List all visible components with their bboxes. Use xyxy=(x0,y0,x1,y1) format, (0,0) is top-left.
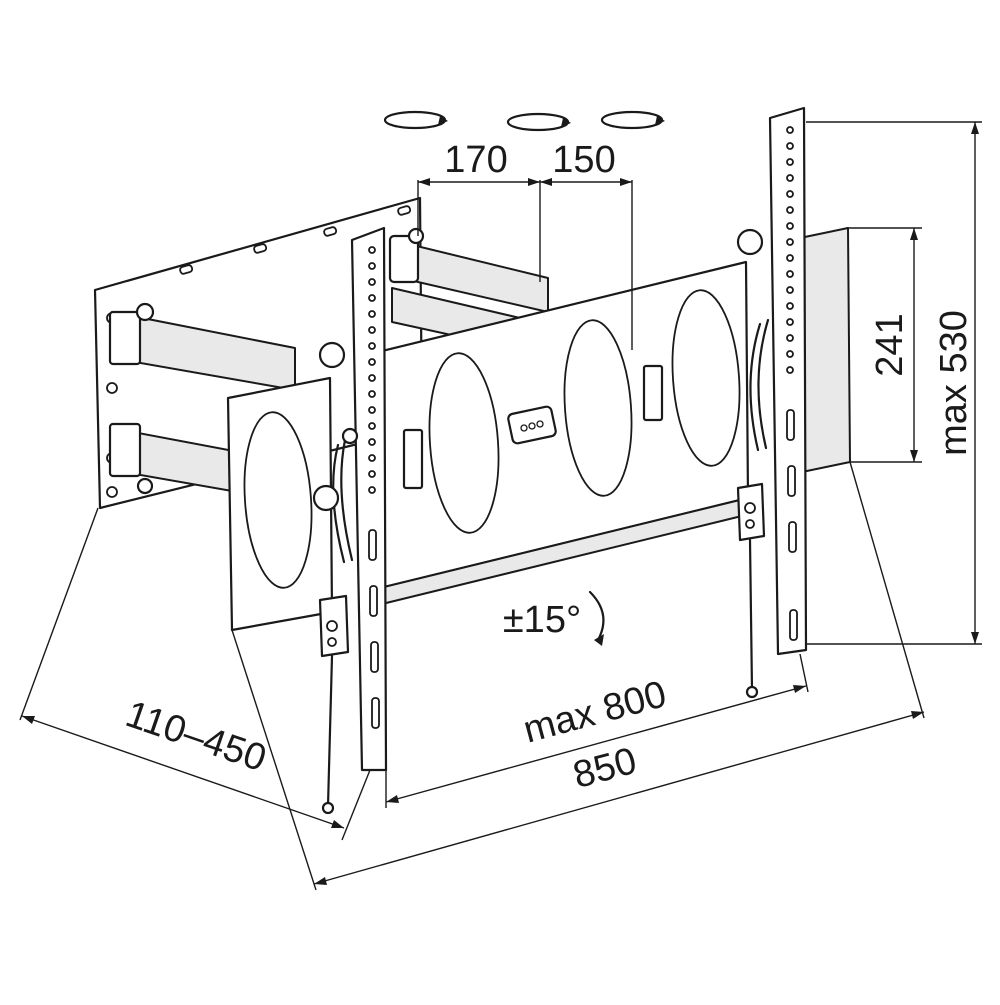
plate-cutout-3 xyxy=(671,289,741,467)
rotation-arrow-icon xyxy=(383,110,448,130)
label-241: 241 xyxy=(869,313,911,376)
dimension-labels: 170 150 max 530 241 110–450 max 800 850 … xyxy=(120,139,975,797)
vertical-tv-bracket-right xyxy=(736,106,808,699)
plate-cutout-2 xyxy=(563,319,633,497)
pivot-side-plate xyxy=(226,376,334,632)
vertical-tv-bracket-left xyxy=(312,226,388,815)
label-110-450: 110–450 xyxy=(120,693,271,780)
bubble-level xyxy=(507,405,557,445)
dimension-lines xyxy=(19,121,982,891)
swivel-rotation-icons xyxy=(383,110,665,132)
bracket-left-holes xyxy=(368,246,380,729)
tilt-knob-left xyxy=(312,484,340,512)
label-tilt: ±15° xyxy=(503,599,581,641)
label-max-530: max 530 xyxy=(933,310,975,456)
label-150: 150 xyxy=(552,139,615,181)
tilt-knob-right xyxy=(736,228,764,256)
rotation-arrow-icon xyxy=(506,112,571,132)
tilt-arrow-icon xyxy=(588,590,605,642)
rotation-arrow-icon xyxy=(600,110,665,130)
tv-adapter-plate xyxy=(376,260,751,605)
label-max-800: max 800 xyxy=(519,673,671,751)
bracket-right-holes xyxy=(786,126,798,641)
articulating-arms xyxy=(108,227,549,508)
label-170: 170 xyxy=(444,139,507,181)
plate-cutout-1 xyxy=(428,352,500,534)
rear-support-bar xyxy=(799,227,851,473)
